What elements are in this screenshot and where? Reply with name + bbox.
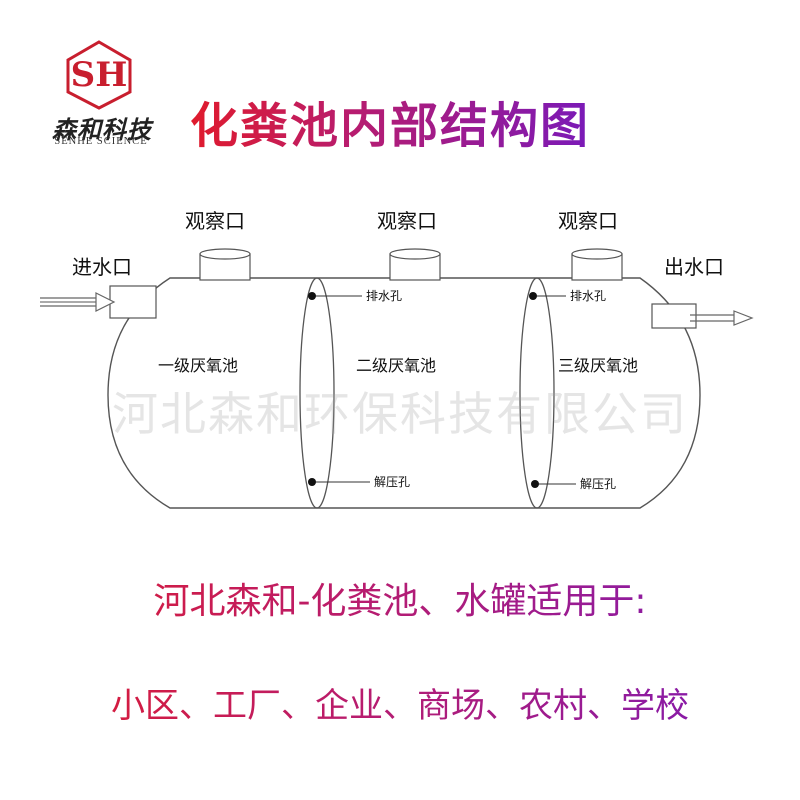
usage-list: 小区、工厂、企业、商场、农村、学校 (0, 678, 800, 727)
observation-neck-1 (199, 248, 251, 281)
inlet-label: 进水口 (72, 255, 132, 279)
observation-port-label-2: 观察口 (377, 209, 437, 233)
brand-logo: SH 森和科技 SENHE SCIENCE (36, 40, 166, 152)
observation-port-label-1: 观察口 (185, 209, 245, 233)
relief-hole-label-2: 解压孔 (580, 477, 616, 491)
partition-1 (299, 277, 335, 509)
outlet-arrow-icon (690, 310, 754, 326)
septic-tank-diagram: 观察口 观察口 观察口 进水口 出水口 一级厌氧池 二级厌氧池 三级厌氧池 排水… (40, 209, 754, 509)
inlet-arrow-icon (40, 292, 116, 312)
partition-2 (519, 277, 555, 509)
brand-name-cn: 森和科技 (52, 115, 152, 144)
observation-neck-2 (389, 248, 441, 281)
outlet-label: 出水口 (664, 255, 724, 279)
tank-body (107, 277, 701, 509)
outlet-pipe (651, 303, 697, 329)
observation-neck-3 (571, 248, 623, 281)
chamber-label-3: 三级厌氧池 (558, 356, 638, 375)
drain-hole-label-1: 排水孔 (366, 289, 402, 303)
relief-hole-2 (531, 480, 539, 488)
brand-mark-icon: SH (66, 40, 132, 110)
brand-name-en: SENHE SCIENCE (54, 136, 148, 147)
relief-hole-label-1: 解压孔 (374, 475, 410, 489)
usage-headline: 河北森和-化粪池、水罐适用于: (0, 572, 800, 624)
relief-hole-1 (308, 478, 316, 486)
observation-port-label-3: 观察口 (558, 209, 618, 233)
drain-hole-label-2: 排水孔 (570, 289, 606, 303)
chamber-label-2: 二级厌氧池 (356, 356, 436, 375)
drain-hole-1 (308, 292, 316, 300)
page-title: 化粪池内部结构图 (190, 86, 590, 156)
brand-mark-text: SH (71, 55, 128, 95)
drain-hole-2 (529, 292, 537, 300)
chamber-label-1: 一级厌氧池 (158, 356, 238, 375)
